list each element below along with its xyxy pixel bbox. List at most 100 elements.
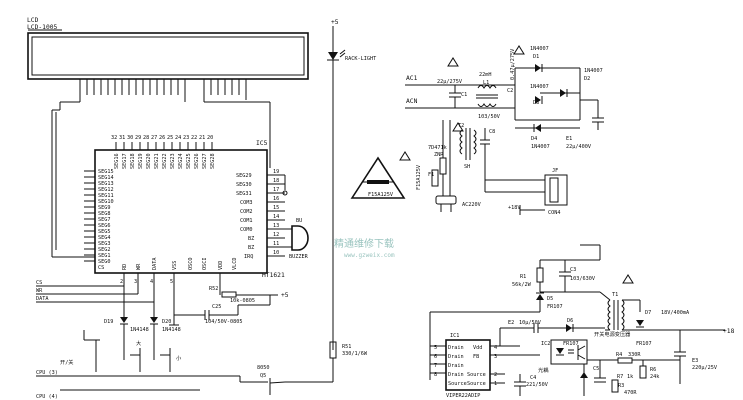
t1-ref: T1 <box>612 292 618 298</box>
control-bus: CS WR DATA <box>36 280 155 303</box>
feedback-section: E2 10μ/50V D6 FR107 开关电源变压器 IC2 光耦 R4 33… <box>499 318 717 396</box>
r6-ref: R6 <box>650 367 656 373</box>
ic5-top-pins: 32 31 30 29 28 27 26 25 24 23 22 21 20 <box>111 135 213 150</box>
ic5-right-signal: COM2 <box>240 209 253 215</box>
ic5-left-signal: SEG10 <box>98 199 114 205</box>
fuse-warning: F15A125V <box>350 156 406 199</box>
c3-ref: C3 <box>570 267 576 273</box>
lcd-body <box>27 32 309 80</box>
optocoupler-body <box>550 339 588 365</box>
ic5-right-pin: 14 <box>273 214 279 220</box>
d19-ref: D19 <box>104 319 113 325</box>
opto-note: 开关电源变压器 <box>594 330 631 338</box>
sh-label: SH <box>464 164 470 170</box>
c8-ref: C8 <box>489 129 495 135</box>
ic5-top-signal: SEG16 <box>114 153 120 169</box>
c25-value: 104/50V-0805 <box>205 319 242 325</box>
r3-value: 470R <box>624 390 637 396</box>
ic5-right-signal: COM0 <box>240 227 253 233</box>
ic5-top-pin: 32 <box>111 135 117 141</box>
r52-ref: R52 <box>209 286 218 292</box>
watermark-text: 精通维修下载 <box>334 237 394 250</box>
watermark-url: www.gzweix.com <box>344 252 395 259</box>
ic5-top-signal: SEG21 <box>154 153 160 169</box>
ic5-bottom-signal: VDD <box>218 261 224 270</box>
d7-part: FR107 <box>636 341 652 347</box>
ic5-chip: IC5 HT1621 32 31 30 29 28 27 26 25 24 23… <box>84 135 285 315</box>
ic1-pin-number: 3 <box>494 354 497 360</box>
r7-value: 1k <box>627 374 634 380</box>
ic5-bottom-signal: DATA <box>152 257 158 270</box>
lcd-pins <box>79 79 247 95</box>
d1-ref: D1 <box>533 54 539 60</box>
r3-resistor <box>611 379 619 393</box>
ic5-top-signal: SEG25 <box>186 153 192 169</box>
ic5-bottom-signal: VSS <box>172 261 178 270</box>
ic5-top-pin: 27 <box>151 135 157 141</box>
ic2-ref: IC2 <box>541 341 550 347</box>
backlight-circuit: +5 RACK-LIGHT R51 330/1/6W 8050 Q5 <box>240 19 376 395</box>
ic5-left-signal: SEG14 <box>98 175 114 181</box>
ic1-chip: IC1 Drain Drain Drain Drain Source Vdd F… <box>429 311 540 399</box>
ic5-top-signal: SEG28 <box>210 153 216 169</box>
c1-value: 22μ/275V <box>437 79 462 85</box>
ic1-pin-label: Source <box>467 381 486 387</box>
ic1-pin-number: 8 <box>434 372 437 378</box>
d5-part: FR107 <box>547 304 563 310</box>
ic5-top-signal: SEG17 <box>122 153 128 169</box>
ic5-right-signal: COM3 <box>240 200 253 206</box>
ic5-bottom-signal: VLCD <box>232 258 238 271</box>
ic5-right-signal: SEG29 <box>236 173 252 179</box>
ic5-top-pin: 23 <box>183 135 189 141</box>
ic5-ref: IC5 <box>256 140 268 147</box>
ic5-right-signal: BZ <box>248 245 254 251</box>
ic5-right-pin: 12 <box>273 232 279 238</box>
ic5-top-signal: SEG19 <box>138 153 144 169</box>
l1-inductor-icon <box>477 85 497 89</box>
ic5-left-signal: SEG13 <box>98 181 114 187</box>
ic5-bottom-signal: WR <box>136 263 142 270</box>
key-onoff-label: 开/关 <box>60 358 74 366</box>
ic1-ref: IC1 <box>450 333 459 339</box>
ic1-pin-label: Drain <box>448 372 464 378</box>
ic1-pin-label: Drain <box>448 345 464 351</box>
t2-value: 103/50V <box>478 114 500 120</box>
ic5-bottom-pin: 4 <box>150 279 153 285</box>
bus-cs: CS <box>36 280 42 286</box>
ic5-right-pin: 15 <box>273 205 279 211</box>
acn-label: ACN <box>406 98 418 105</box>
l1-ref: L1 <box>483 80 489 86</box>
znr-value: 7D471k <box>428 145 448 151</box>
ic5-top-signals: SEG16 SEG17 SEG18 SEG19 SEG20 SEG21 SEG2… <box>114 153 216 169</box>
d3-diode-icon <box>535 96 541 104</box>
ic5-bottom-pin: 3 <box>134 279 137 285</box>
fuse-warning-triangle-icon <box>350 156 406 199</box>
r4-resistor <box>617 357 633 364</box>
warning-icon <box>447 57 459 67</box>
ac220-label: AC220V <box>462 202 481 208</box>
ic5-bottom-pin: 5 <box>170 279 173 285</box>
ic5-bottom-signal: RD <box>122 264 128 270</box>
lcd-module: LCD LCD-1005 <box>27 17 309 95</box>
ic5-right-signal: COM1 <box>240 218 253 224</box>
ic5-left-signal: SEG4 <box>98 235 111 241</box>
ic5-top-signal: SEG23 <box>170 153 176 169</box>
t2-coil-icon <box>459 129 463 155</box>
r52-resistor <box>221 291 237 298</box>
ic5-bottom-signal: OSCO <box>188 258 194 271</box>
oscillator-parts: R52 10k-0805 +5 C25 104/50V-0805 <box>169 286 289 326</box>
q-ref: Q5 <box>260 373 266 379</box>
d1-part: 1N4007 <box>530 46 549 52</box>
d3-part: 1N4007 <box>530 84 549 90</box>
ic5-right-signal: BZ <box>248 236 254 242</box>
d4-ref: D4 <box>531 136 537 142</box>
d19-diode-icon <box>120 317 128 323</box>
ic5-bottom-pins: RD WR DATA VSS OSCO OSCI VDD VLCD 2 3 4 … <box>120 257 238 315</box>
ic5-right-signal: SEG30 <box>236 182 252 188</box>
d1-diode-icon <box>535 64 541 72</box>
r3-ref: R3 <box>618 383 624 389</box>
fuse-icon <box>431 169 439 187</box>
ic2-name: 光耦 <box>538 366 548 374</box>
d2-ref: D2 <box>584 76 590 82</box>
